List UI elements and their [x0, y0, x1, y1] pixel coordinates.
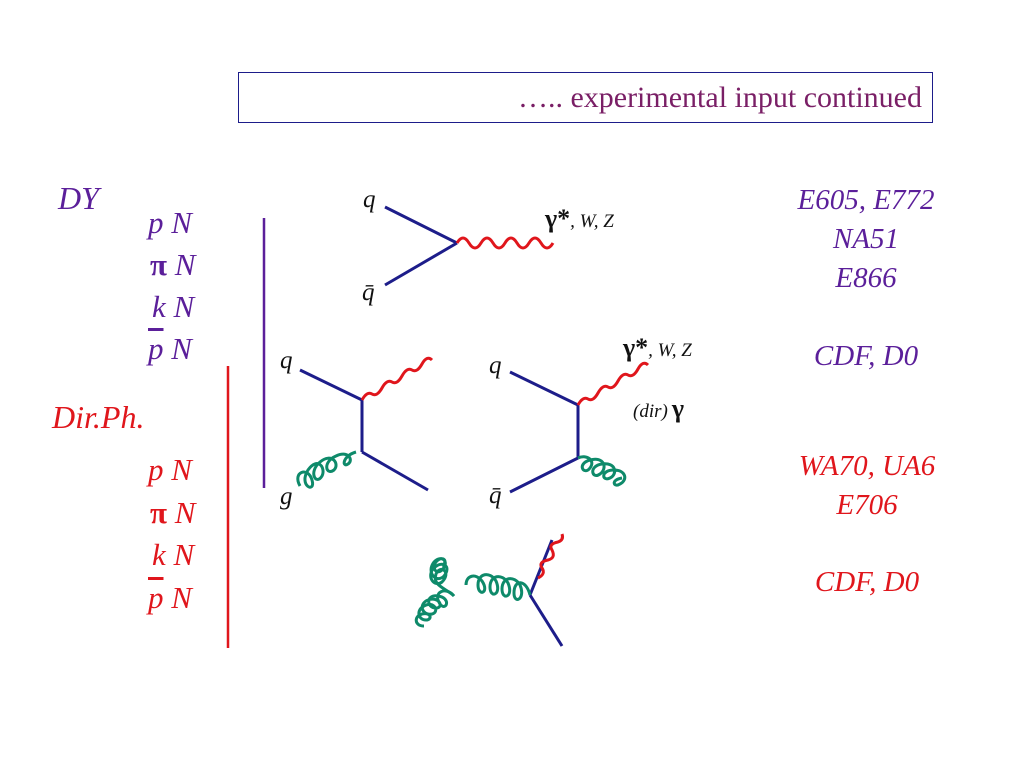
- label-g-compton: g: [280, 483, 293, 510]
- gluon-line: [429, 557, 456, 598]
- gluon-line: [577, 455, 627, 487]
- section-dy: DY: [58, 180, 99, 216]
- experiment-e866: E866: [835, 262, 897, 294]
- experiment-cdf-d0-ph: CDF, D0: [814, 566, 920, 598]
- experiment-e605-e772: E605, E772: [797, 184, 935, 216]
- gluon-line: [464, 573, 532, 601]
- label-direct-gamma: (dir) γ: [633, 394, 684, 423]
- gluon-line: [296, 450, 357, 489]
- photon-line: [360, 356, 434, 401]
- section-direct-photon: Dir.Ph.: [52, 399, 145, 435]
- photon-line: [537, 533, 564, 580]
- gluon-fusion-diagram: [414, 533, 564, 647]
- compton-diagram-left: [296, 356, 434, 492]
- photon-line: [576, 361, 650, 406]
- gluon-line: [414, 589, 456, 628]
- ph-process-pn: p N: [148, 452, 192, 487]
- experiment-wa70-ua6: WA70, UA6: [798, 450, 936, 482]
- experiment-e706: E706: [836, 489, 898, 521]
- label-gamma-star-annihilation: γ*, W, Z: [623, 333, 692, 362]
- ph-process-pbarn: p N: [148, 580, 192, 615]
- label-q-dy: q: [363, 186, 376, 213]
- dy-process-pn: p N: [148, 205, 192, 240]
- experiment-cdf-d0-dy: CDF, D0: [813, 340, 919, 372]
- label-qbar-annihilation: q̄: [489, 482, 502, 509]
- ph-process-kn: k N: [152, 537, 195, 572]
- ph-process-pin: π N: [150, 495, 196, 530]
- annihilation-diagram: [509, 361, 650, 494]
- dy-process-pbarn: p N: [148, 331, 192, 366]
- label-qbar-dy: q̄: [362, 279, 375, 306]
- drell-yan-diagram: [384, 205, 555, 287]
- experiment-na51: NA51: [832, 223, 900, 255]
- photon-line: [455, 236, 555, 250]
- label-gamma-star-dy: γ*, W, Z: [545, 204, 614, 233]
- title-box: ….. experimental input continued: [238, 72, 933, 123]
- dy-process-kn: k N: [152, 289, 195, 324]
- slide-title: ….. experimental input continued: [517, 81, 922, 114]
- dy-process-pin: π N: [150, 247, 196, 282]
- label-q-annihilation: q: [489, 352, 502, 379]
- label-q-compton: q: [280, 347, 293, 374]
